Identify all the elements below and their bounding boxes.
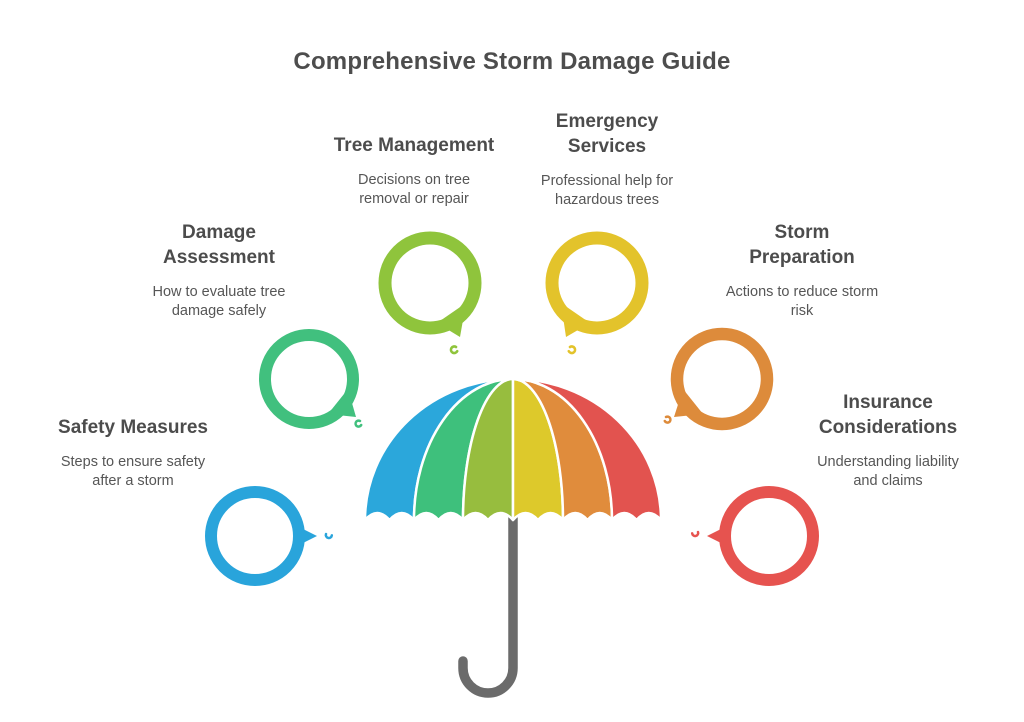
damage-assessment-squiggle — [354, 419, 363, 428]
emergency-services-bubble-icon — [545, 231, 649, 355]
section-heading: Damage Assessment — [163, 222, 275, 268]
section-description: Professional help for hazardous trees — [540, 173, 674, 208]
section-heading: Storm Preparation — [749, 222, 855, 268]
section-description: Decisions on tree removal or repair — [357, 172, 471, 207]
page-title: Comprehensive Storm Damage Guide — [293, 48, 731, 75]
damage-assessment-bubble-icon — [259, 329, 363, 429]
storm-preparation-squiggle — [663, 415, 672, 424]
section-heading: Safety Measures — [58, 417, 208, 438]
safety-measures-bubble-icon — [205, 486, 334, 586]
section-tree-management: Tree Management Decisions on tree remova… — [289, 133, 539, 209]
insurance-considerations-bubble-icon — [690, 486, 819, 586]
storm-preparation-bubble-icon — [663, 327, 774, 431]
tree-management-squiggle — [449, 345, 459, 355]
section-description: Actions to reduce storm risk — [725, 284, 879, 319]
section-damage-assessment: Damage Assessment How to evaluate tree d… — [94, 220, 344, 321]
section-safety-measures: Safety Measures Steps to ensure safety a… — [8, 415, 258, 491]
section-heading: Emergency Services — [555, 111, 659, 157]
insurance-considerations-squiggle — [690, 530, 700, 538]
section-description: Steps to ensure safety after a storm — [60, 454, 206, 489]
tree-management-bubble-icon — [378, 231, 482, 355]
umbrella-panel-yellowgreen — [461, 377, 515, 522]
section-heading: Insurance Considerations — [818, 392, 958, 438]
section-storm-preparation: Storm Preparation Actions to reduce stor… — [677, 220, 927, 321]
section-description: How to evaluate tree damage safely — [152, 284, 286, 319]
section-emergency-services: Emergency Services Professional help for… — [482, 109, 732, 210]
umbrella-panel-red — [511, 377, 663, 522]
safety-measures-squiggle — [324, 532, 334, 540]
umbrella-illustration — [363, 377, 663, 698]
emergency-services-squiggle — [567, 345, 577, 355]
section-heading: Tree Management — [333, 135, 495, 156]
umbrella-handle — [458, 445, 518, 698]
section-description: Understanding liability and claims — [817, 454, 959, 489]
section-insurance-considerations: Insurance Considerations Understanding l… — [763, 390, 1013, 491]
